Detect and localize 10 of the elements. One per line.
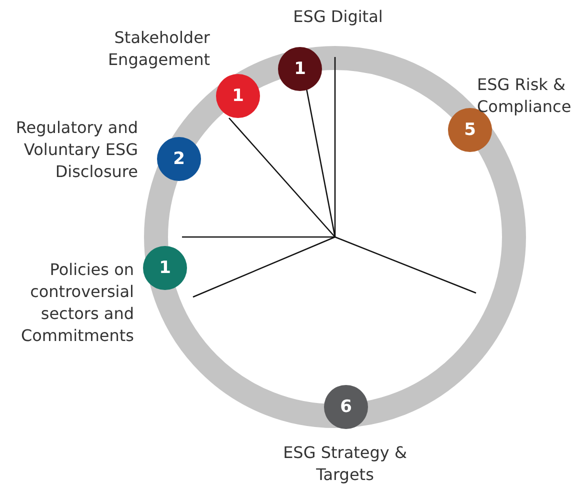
category-label: Policies on controversial sectors and Commitments: [20, 259, 134, 347]
count-circle: 1: [216, 74, 260, 118]
count-circle: 1: [143, 246, 187, 290]
category-label: Regulatory and Voluntary ESG Disclosure: [14, 117, 138, 183]
count-circle: 2: [157, 137, 201, 181]
category-label: ESG Digital: [292, 6, 384, 28]
category-label: ESG Strategy & Targets: [282, 442, 408, 486]
count-circle: 1: [278, 47, 322, 91]
count-circle: 6: [324, 385, 368, 429]
category-label: Stakeholder Engagement: [106, 27, 210, 71]
